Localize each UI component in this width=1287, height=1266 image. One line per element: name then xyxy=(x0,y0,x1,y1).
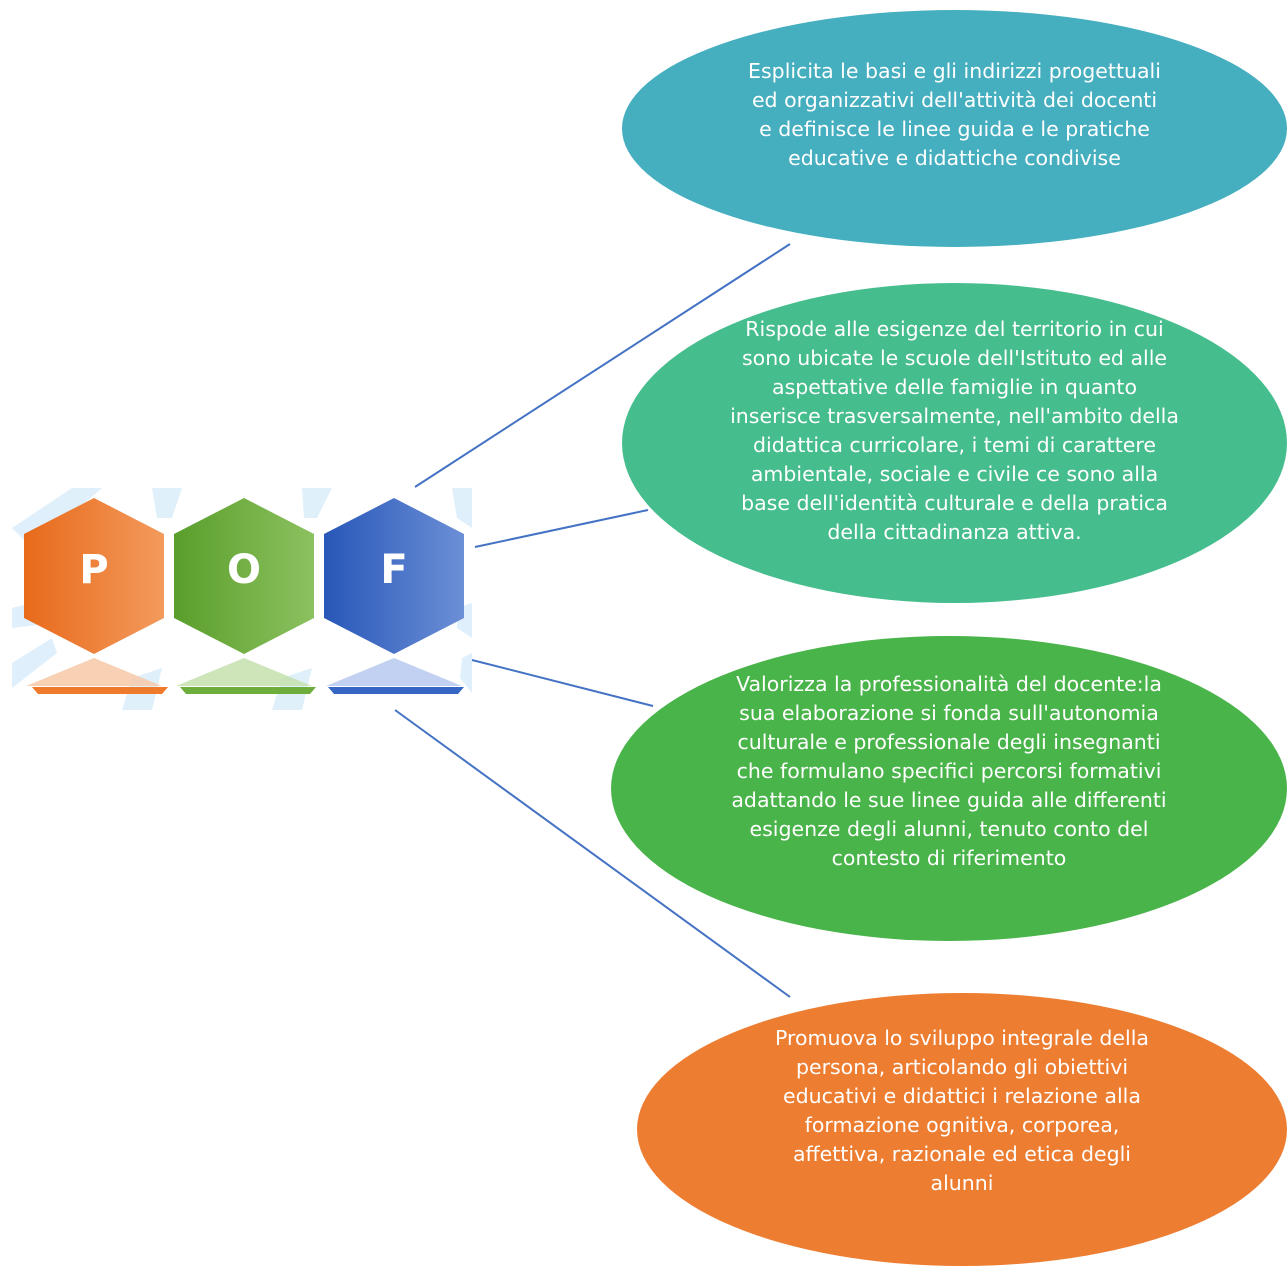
node-2-text: Rispode alle esigenze del territorio in … xyxy=(730,315,1179,547)
node-1-line-2: ed organizzativi dell'attività dei docen… xyxy=(751,87,1158,112)
reflection-f xyxy=(326,658,462,686)
node-ellipse-1: Esplicita le basi e gli indirizzi proget… xyxy=(622,10,1287,247)
node-4-text: Promuova lo sviluppo integrale della per… xyxy=(775,1024,1149,1198)
node-3-line-3: culturale e professionale degli insegnan… xyxy=(737,730,1161,754)
node-4-line-4: formazione ognitiva, corporea, xyxy=(804,1112,1120,1137)
reflection-p xyxy=(26,658,162,686)
connector-1 xyxy=(414,243,791,488)
connector-2 xyxy=(474,509,649,548)
node-2-line-4: inserisce trasversalmente, nell'ambito d… xyxy=(730,404,1179,428)
connector-4 xyxy=(394,709,791,998)
hexagon-o xyxy=(174,498,314,654)
reflection-o xyxy=(176,658,312,686)
node-2-line-5: didattica curricolare, i temi di caratte… xyxy=(753,433,1156,457)
connector-3 xyxy=(471,659,654,707)
hexagon-f xyxy=(324,498,464,654)
pof-logo-graphic xyxy=(12,488,472,710)
node-4-line-1: Promuova lo sviluppo integrale della xyxy=(774,1025,1149,1050)
node-3-line-7: contesto di riferimento xyxy=(831,846,1067,870)
node-3-line-1: Valorizza la professionalità del docente… xyxy=(736,672,1162,696)
node-3-line-6: esigenze degli alunni, tenuto conto del xyxy=(749,817,1149,841)
node-2-line-6: ambientale, sociale e civile ce sono all… xyxy=(750,462,1159,486)
node-3-line-2: sua elaborazione si fonda sull'autonomia xyxy=(739,701,1159,725)
letter-f: F xyxy=(380,547,408,593)
base-bar-o xyxy=(180,687,316,694)
node-2-line-8: della cittadinanza attiva. xyxy=(827,520,1082,544)
node-4-line-5: affettiva, razionale ed etica degli xyxy=(792,1141,1131,1166)
node-ellipse-4: Promuova lo sviluppo integrale della per… xyxy=(637,993,1287,1266)
node-4-line-2: persona, articolando gli obiettivi xyxy=(795,1054,1129,1079)
node-4-line-3: educativi e didattici i relazione alla xyxy=(783,1083,1141,1108)
node-2-line-3: aspettative delle famiglie in quanto xyxy=(772,375,1137,399)
node-2-line-1: Rispode alle esigenze del territorio in … xyxy=(745,317,1164,341)
pof-logo: P O F xyxy=(12,488,472,710)
node-2-line-7: base dell'identità culturale e della pra… xyxy=(741,491,1168,515)
node-ellipse-2: Rispode alle esigenze del territorio in … xyxy=(622,283,1287,603)
letter-p: P xyxy=(79,547,109,593)
node-3-line-5: adattando le sue linee guida alle differ… xyxy=(731,788,1167,812)
node-3-line-4: che formulano specifici percorsi formati… xyxy=(736,759,1162,783)
node-1-line-3: e definisce le linee guida e le pratiche xyxy=(759,116,1150,141)
node-1-line-1: Esplicita le basi e gli indirizzi proget… xyxy=(748,58,1161,83)
node-3-text: Valorizza la professionalità del docente… xyxy=(731,670,1166,873)
hexagon-p xyxy=(24,498,164,654)
letter-o: O xyxy=(226,547,261,593)
base-bar-p xyxy=(32,687,168,694)
node-4-line-6: alunni xyxy=(930,1170,994,1195)
base-bar-f xyxy=(328,687,464,694)
node-2-line-2: sono ubicate le scuole dell'Istituto ed … xyxy=(741,346,1168,370)
node-ellipse-3: Valorizza la professionalità del docente… xyxy=(611,636,1287,941)
node-1-text: Esplicita le basi e gli indirizzi proget… xyxy=(748,57,1161,173)
node-1-line-4: educative e didattiche condivise xyxy=(788,145,1121,170)
